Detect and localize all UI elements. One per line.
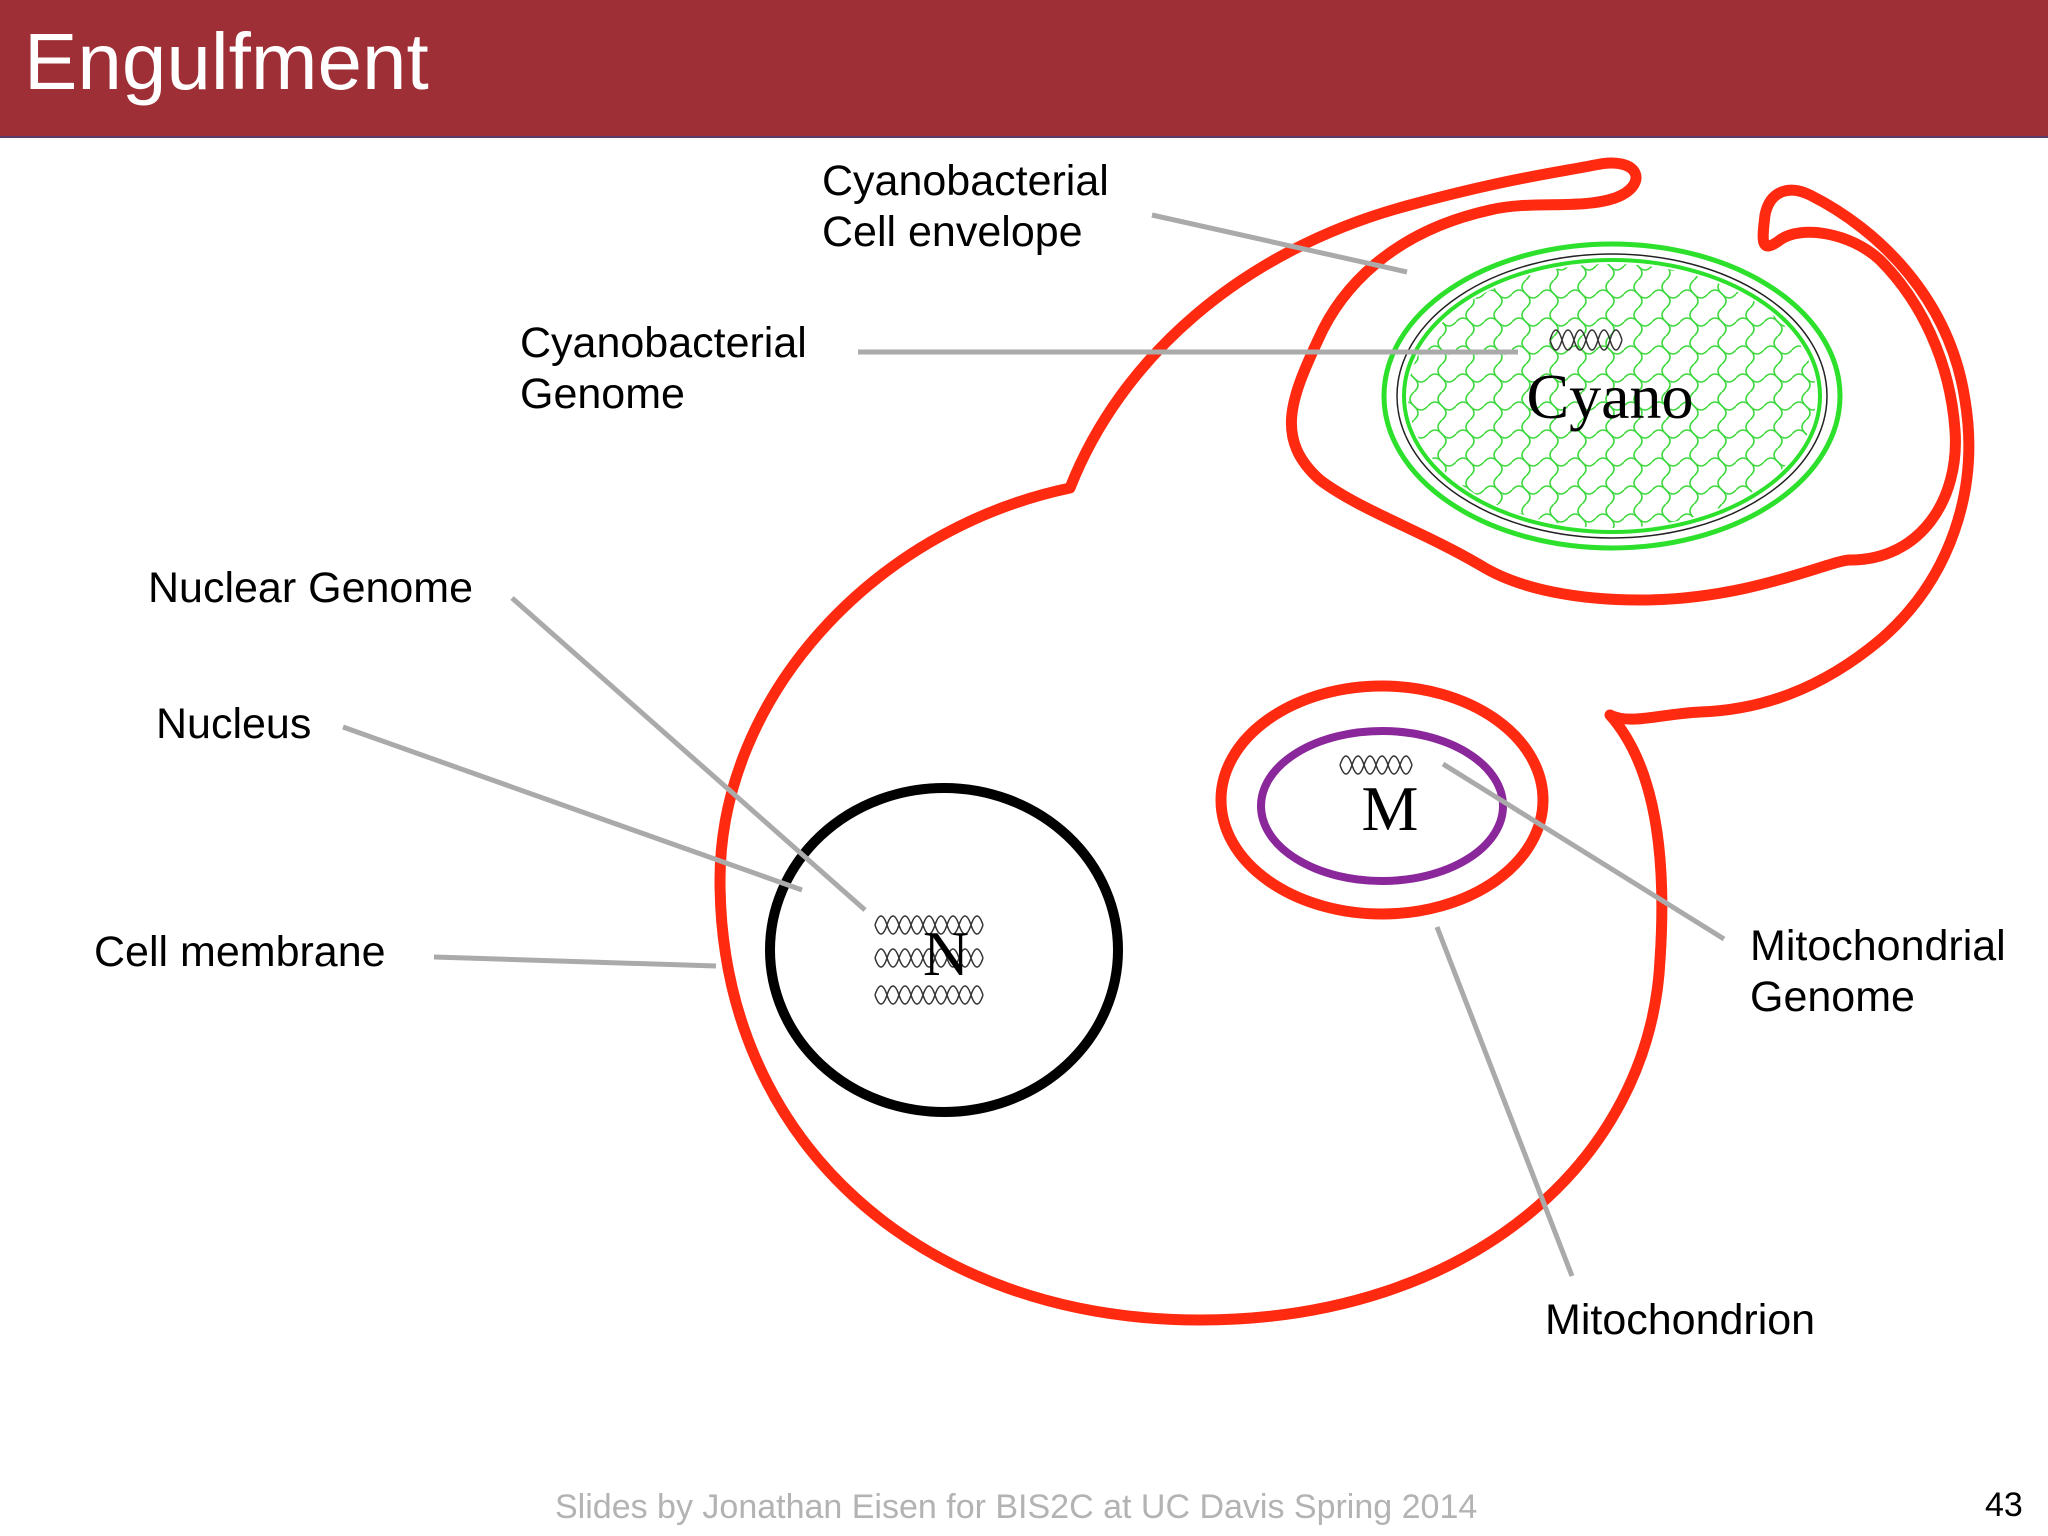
slide-footer: Slides by Jonathan Eisen for BIS2C at UC… (555, 1488, 1478, 1526)
slide-title: Engulfment (24, 17, 429, 106)
leader-lines (342, 212, 1726, 1277)
mitochondrion: M (1215, 680, 1549, 920)
label-nuclear-genome: Nuclear Genome (148, 564, 473, 612)
page-number: 43 (1985, 1486, 2023, 1524)
label-cell-membrane: Cell membrane (94, 928, 386, 976)
mito-genome-icon (1339, 755, 1413, 775)
label-cyano-envelope: Cyanobacterial Cell envelope (822, 157, 1121, 256)
label-mitochondrial-genome: Mitochondrial Genome (1750, 922, 2018, 1021)
cyanobacterium: Cyano (1381, 241, 1843, 551)
cell-membrane (714, 157, 1975, 1326)
slide-header: Engulfment (0, 0, 2048, 138)
label-cyano-genome: Cyanobacterial Genome (520, 319, 819, 418)
cyano-label: Cyano (1526, 361, 1693, 432)
nucleus-label: N (923, 918, 969, 989)
cyano-genome-icon (1549, 329, 1623, 351)
label-nucleus: Nucleus (156, 700, 311, 748)
nuclear-genome-icon (874, 915, 984, 1005)
label-mitochondrion: Mitochondrion (1545, 1296, 1815, 1344)
mito-label: M (1362, 773, 1419, 844)
nucleus: N (765, 783, 1123, 1117)
